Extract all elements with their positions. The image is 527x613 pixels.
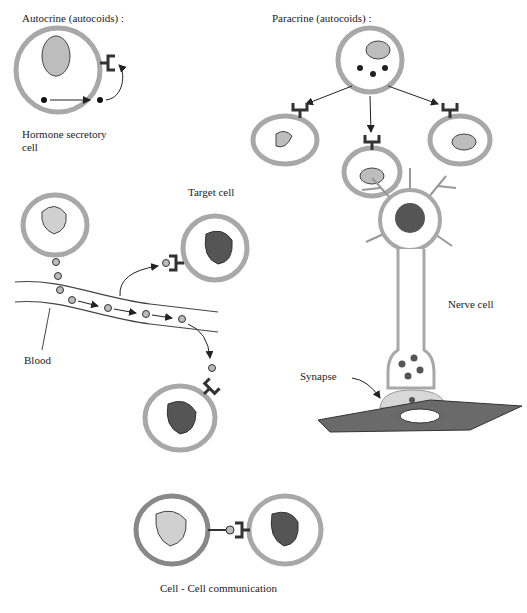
leader-line (42, 308, 50, 350)
section-caption: Cell - Cell communication (160, 582, 277, 595)
cell-label: Target cell (188, 186, 234, 199)
cell-label: Hormone secretory cell (22, 128, 114, 154)
structure-label: Synapse (300, 370, 337, 383)
paracrine-cells (253, 28, 490, 196)
autocrine-cell (16, 28, 123, 112)
endocrine-system (15, 195, 247, 450)
section-heading: Autocrine (autocoids) : (22, 12, 124, 25)
vessel-label: Blood (24, 354, 51, 367)
cell-cell-contact (136, 496, 321, 564)
section-heading: Paracrine (autocoids) : (272, 12, 372, 25)
cell-label: Nerve cell (448, 298, 494, 311)
nerve-cell (318, 168, 522, 432)
